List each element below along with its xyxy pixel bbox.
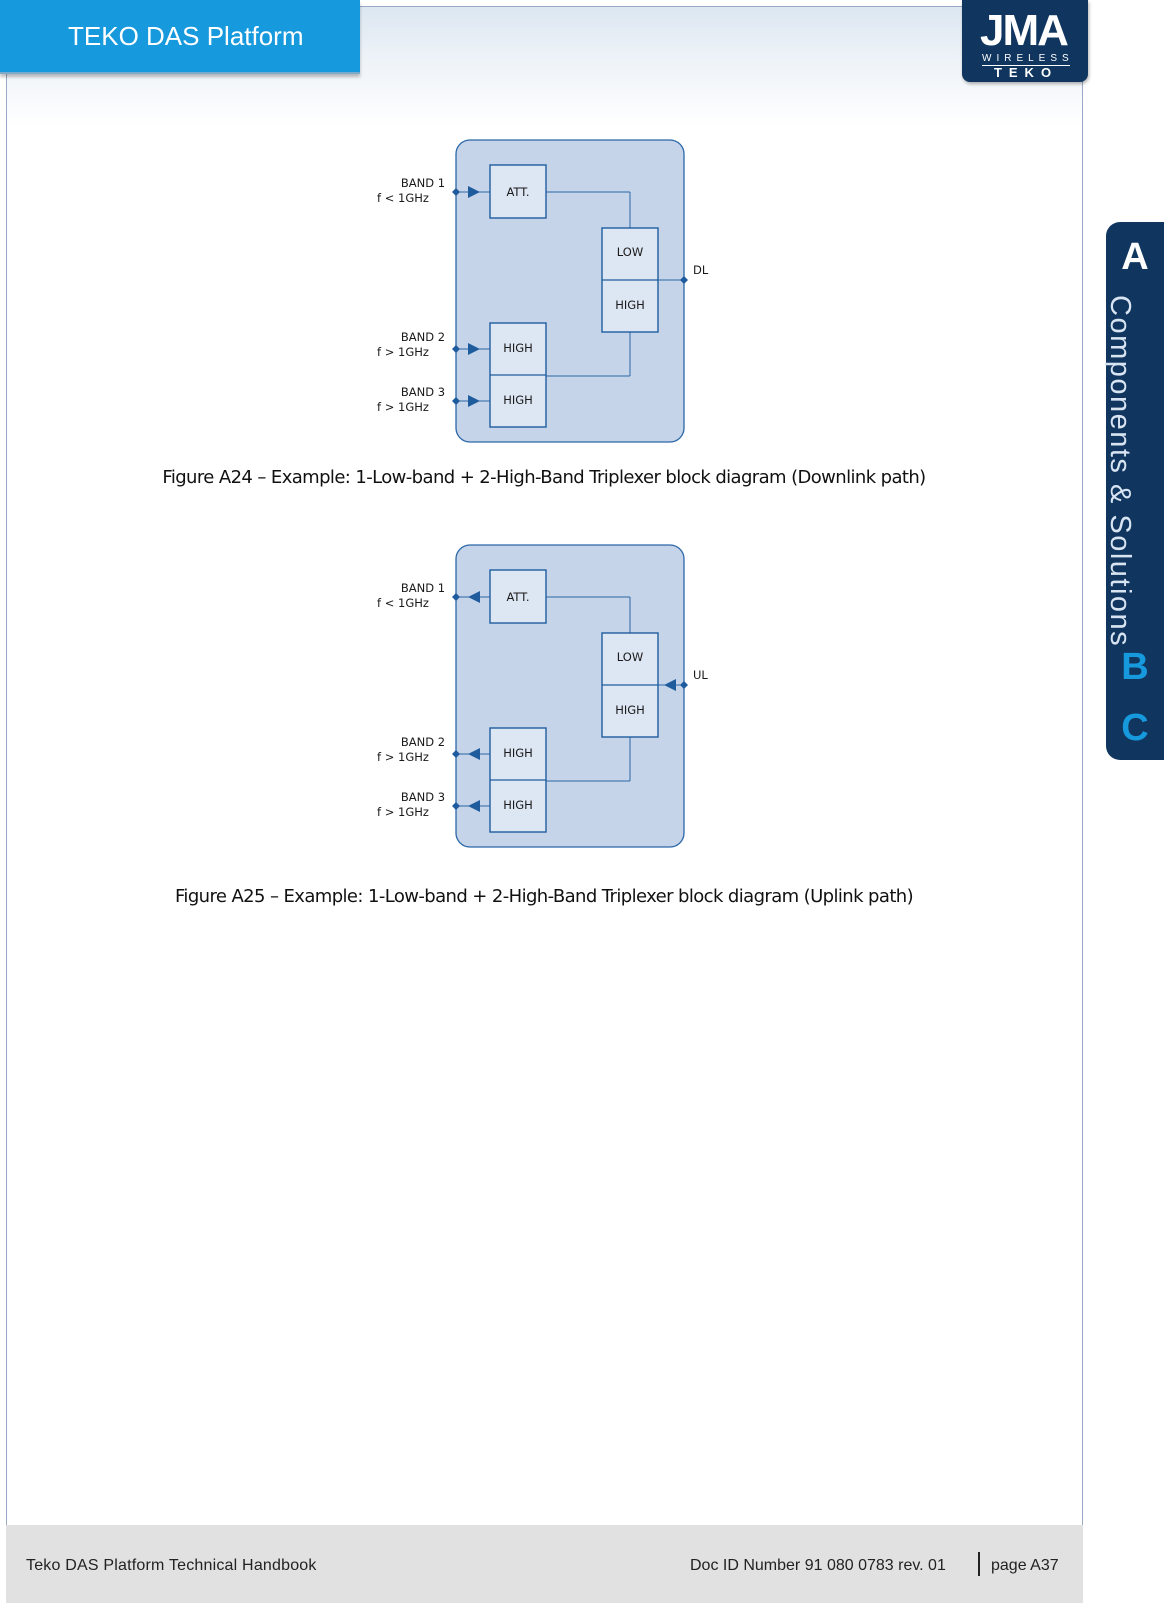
logo-main: JMA <box>980 6 1069 55</box>
figure-a24-diagram: ATT. LOW HIGH HIGH HIGH DL BAND 1 f < 1G… <box>377 139 709 443</box>
block-label-high: HIGH <box>615 703 645 717</box>
port-diamond-icon <box>452 593 460 601</box>
band-2-freq: f > 1GHz <box>377 345 429 359</box>
figure-a24-caption: Figure A24 – Example: 1-Low-band + 2-Hig… <box>162 467 926 488</box>
side-tab-b[interactable]: B <box>1121 646 1149 688</box>
arrow-right-icon <box>468 343 480 355</box>
footer-divider <box>978 1552 980 1576</box>
band-3-name: BAND 3 <box>401 385 445 399</box>
block-label-high: HIGH <box>615 298 645 312</box>
port-diamond-icon <box>452 750 460 758</box>
block-label-att: ATT. <box>506 185 529 199</box>
band-2-name: BAND 2 <box>401 330 445 344</box>
section-side-tab: A B C <box>1106 222 1164 760</box>
arrow-left-icon <box>664 679 676 691</box>
band-3-freq: f > 1GHz <box>377 805 429 819</box>
header-title: TEKO DAS Platform <box>68 20 304 51</box>
arrow-right-icon <box>468 186 480 198</box>
port-diamond-icon <box>452 345 460 353</box>
block-label-high: HIGH <box>503 341 533 355</box>
side-tab-a[interactable]: A <box>1121 236 1149 278</box>
block-label-high: HIGH <box>503 798 533 812</box>
logo-brand: TEKO <box>982 65 1070 80</box>
header-tab: TEKO DAS Platform <box>0 0 360 74</box>
port-diamond-icon <box>680 276 688 284</box>
block-label-att: ATT. <box>506 590 529 604</box>
arrow-left-icon <box>468 748 480 760</box>
footer-doc-id: Doc ID Number 91 080 0783 rev. 01 <box>690 1557 946 1574</box>
band-2-freq: f > 1GHz <box>377 750 429 764</box>
band-3-freq: f > 1GHz <box>377 400 429 414</box>
port-diamond-icon <box>452 802 460 810</box>
band-3-name: BAND 3 <box>401 790 445 804</box>
arrow-left-icon <box>468 591 480 603</box>
figure-a25-caption: Figure A25 – Example: 1-Low-band + 2-Hig… <box>174 886 914 907</box>
port-label-dl: DL <box>693 263 709 277</box>
side-tab-c[interactable]: C <box>1121 707 1149 749</box>
block-label-low: LOW <box>617 650 643 664</box>
att-block <box>489 569 547 624</box>
figure-a25-diagram: ATT. LOW HIGH HIGH HIGH UL BAND 1 f < 1G… <box>377 544 708 848</box>
footer-page-number: page A37 <box>991 1557 1059 1574</box>
port-label-ul: UL <box>693 668 708 682</box>
block-label-low: LOW <box>617 245 643 259</box>
arrow-right-icon <box>468 395 480 407</box>
arrow-left-icon <box>468 800 480 812</box>
jma-teko-logo: JMA WIRELESS TEKO <box>962 0 1088 82</box>
logo-sub: WIRELESS <box>982 53 1074 64</box>
port-diamond-icon <box>452 397 460 405</box>
page-footer: Teko DAS Platform Technical Handbook Doc… <box>6 1525 1083 1603</box>
band-1-freq: f < 1GHz <box>377 191 429 205</box>
port-diamond-icon <box>452 188 460 196</box>
side-tab-section-label: Components & Solutions <box>1104 295 1136 648</box>
footer-handbook-title: Teko DAS Platform Technical Handbook <box>26 1557 317 1574</box>
band-1-freq: f < 1GHz <box>377 596 429 610</box>
block-label-high: HIGH <box>503 746 533 760</box>
band-2-name: BAND 2 <box>401 735 445 749</box>
band-1-name: BAND 1 <box>401 176 445 190</box>
block-label-high: HIGH <box>503 393 533 407</box>
att-block <box>489 164 547 219</box>
band-1-name: BAND 1 <box>401 581 445 595</box>
port-diamond-icon <box>680 681 688 689</box>
